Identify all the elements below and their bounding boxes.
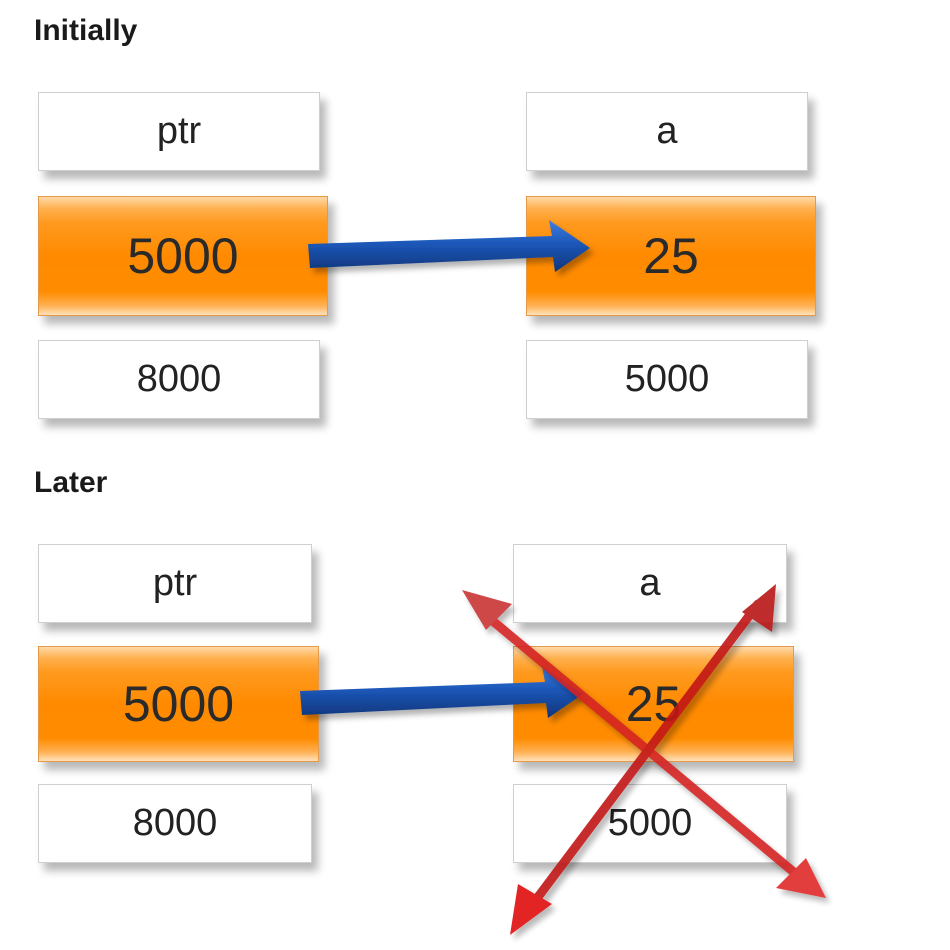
a-name-cell-later: a [513, 544, 787, 623]
ptr-address-cell: 8000 [38, 340, 320, 419]
ptr-name-cell: ptr [38, 92, 320, 171]
ptr-value-cell: 5000 [38, 196, 328, 316]
a-name-cell: a [526, 92, 808, 171]
initially-heading: Initially [34, 14, 138, 47]
ptr-address-cell-later: 8000 [38, 784, 312, 863]
ptr-value-cell-later: 5000 [38, 646, 319, 762]
ptr-name-cell-later: ptr [38, 544, 312, 623]
a-address-cell: 5000 [526, 340, 808, 419]
a-value-cell: 25 [526, 196, 816, 316]
later-heading: Later [34, 466, 108, 499]
a-value-cell-later: 25 [513, 646, 794, 762]
a-address-cell-later: 5000 [513, 784, 787, 863]
